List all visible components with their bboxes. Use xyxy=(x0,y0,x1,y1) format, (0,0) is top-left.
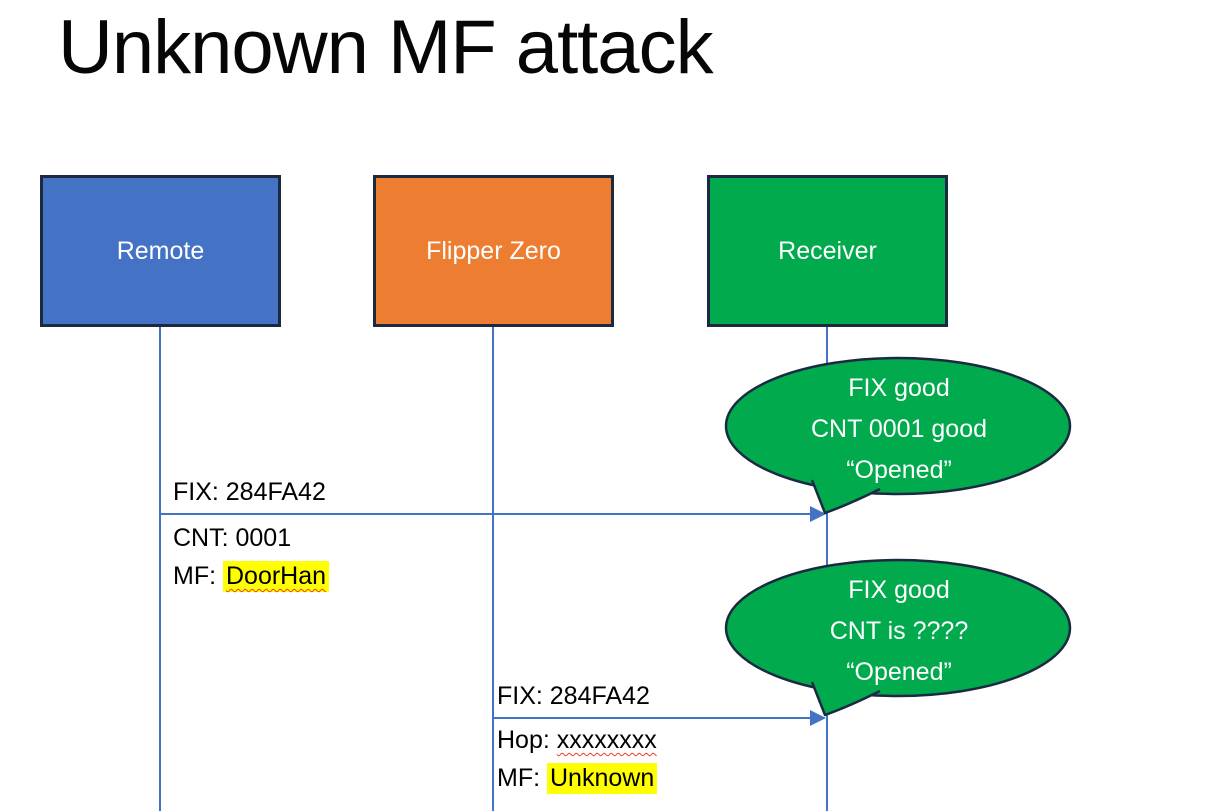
message2-hop-label: Hop: xxxxxxxx xyxy=(497,724,657,756)
bubble2-line1: FIX good xyxy=(848,576,950,604)
message2-hop-prefix: Hop: xyxy=(497,726,557,754)
actor-box-remote: Remote xyxy=(40,175,281,327)
bubble1-line3: “Opened” xyxy=(846,456,952,484)
speech-bubble-2-tail xyxy=(810,681,881,717)
speech-bubble-2-text: FIX good CNT is ???? “Opened” xyxy=(740,570,1058,693)
bubble2-line2: CNT is ???? xyxy=(829,617,969,645)
message2-fix-label: FIX: 284FA42 xyxy=(497,682,650,710)
speech-bubble-1-text: FIX good CNT 0001 good “Opened” xyxy=(740,368,1058,491)
message2-mf-value-highlighted: Unknown xyxy=(547,763,658,794)
message2-hop-value: xxxxxxxx xyxy=(556,726,657,754)
bubble1-line1: FIX good xyxy=(848,374,950,402)
message1-mf-label: MF: DoorHan xyxy=(173,560,330,592)
message2-mf-label: MF: Unknown xyxy=(497,762,658,794)
bubble2-line3: “Opened” xyxy=(846,658,952,686)
actor-label-receiver: Receiver xyxy=(778,236,877,265)
actor-label-flipper-zero: Flipper Zero xyxy=(426,236,561,265)
message1-mf-prefix: MF: xyxy=(173,562,223,590)
message1-cnt-label: CNT: 0001 xyxy=(173,524,292,552)
message1-fix-label: FIX: 284FA42 xyxy=(173,478,326,506)
lifeline-flipper-zero xyxy=(492,327,494,811)
speech-bubble-1: FIX good CNT 0001 good “Opened” xyxy=(712,355,1080,523)
speech-bubble-1-tail xyxy=(810,479,881,515)
speech-bubble-1-shape xyxy=(724,356,1072,515)
actor-label-remote: Remote xyxy=(116,236,205,265)
slide-title: Unknown MF attack xyxy=(58,5,714,90)
bubble1-line2: CNT 0001 good xyxy=(810,415,988,443)
lifeline-remote xyxy=(159,327,161,811)
actor-box-receiver: Receiver xyxy=(707,175,948,327)
message-arrow-remote-to-receiver xyxy=(160,513,812,515)
arrowhead-icon xyxy=(810,710,826,726)
message1-mf-value-highlighted: DoorHan xyxy=(223,561,330,592)
message-arrow-flipper-to-receiver xyxy=(493,717,812,719)
message2-mf-prefix: MF: xyxy=(497,764,547,792)
arrowhead-icon xyxy=(810,506,826,522)
actor-box-flipper-zero: Flipper Zero xyxy=(373,175,614,327)
speech-bubble-2: FIX good CNT is ???? “Opened” xyxy=(712,557,1080,725)
speech-bubble-2-shape xyxy=(724,558,1072,717)
